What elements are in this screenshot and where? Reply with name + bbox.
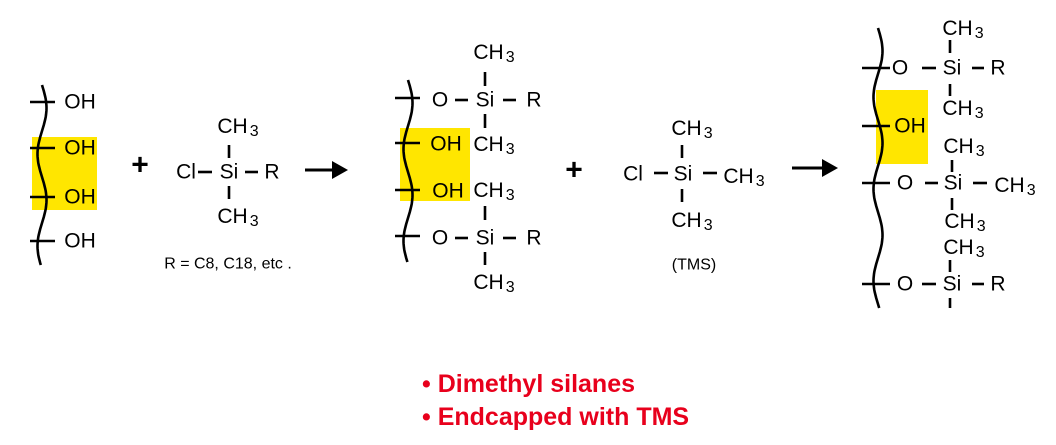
methyl-base: CH xyxy=(473,179,503,202)
silicon-atom: Si xyxy=(943,273,962,296)
r-group: R xyxy=(526,227,541,250)
residual-silanol-oh: OH xyxy=(430,133,462,156)
r-group: R xyxy=(990,273,1005,296)
silanol-oh: OH xyxy=(64,91,96,114)
endcapped-surface-wave xyxy=(872,27,884,309)
methyl-base: CH xyxy=(942,97,972,120)
methyl-base: CH xyxy=(943,236,973,259)
silicon-atom: Si xyxy=(476,89,495,112)
tms-label: (TMS) xyxy=(672,257,716,274)
bonded-surface-wave xyxy=(402,79,414,263)
reaction-arrow-2 xyxy=(792,159,838,177)
r-group: R xyxy=(990,57,1005,80)
methyl-subscript: 3 xyxy=(704,125,713,142)
silanol-oh: OH xyxy=(64,137,96,160)
methyl-subscript: 3 xyxy=(977,218,986,235)
methyl-subscript: 3 xyxy=(250,123,259,140)
methyl-base: CH xyxy=(671,209,701,232)
methyl-subscript: 3 xyxy=(756,173,765,190)
plus-sign: + xyxy=(131,149,149,182)
methyl-subscript: 3 xyxy=(506,279,515,296)
methyl-subscript: 3 xyxy=(976,244,985,261)
methyl-base: CH xyxy=(473,41,503,64)
chlorine-atom: Cl xyxy=(176,161,196,184)
silicon-atom: Si xyxy=(476,227,495,250)
methyl-base: CH xyxy=(942,17,972,40)
silanol-oh: OH xyxy=(64,186,96,209)
methyl-subscript: 3 xyxy=(1027,182,1036,199)
chlorine-atom: Cl xyxy=(623,163,643,186)
methyl-base: CH xyxy=(723,165,753,188)
r-group: R xyxy=(526,89,541,112)
silicon-atom: Si xyxy=(944,172,963,195)
oxygen-atom: O xyxy=(897,172,913,195)
plus-sign: + xyxy=(565,154,583,187)
oxygen-atom: O xyxy=(432,227,448,250)
methyl-base: CH xyxy=(217,115,247,138)
summary-bullets: • Dimethyl silanes • Endcapped with TMS xyxy=(422,368,689,434)
oxygen-atom: O xyxy=(432,89,448,112)
r-group: R xyxy=(264,161,279,184)
bullet-dimethyl-silanes: • Dimethyl silanes xyxy=(422,370,636,398)
methyl-base: CH xyxy=(943,135,973,158)
methyl-subscript: 3 xyxy=(506,141,515,158)
r-group-note: R = C8, C18, etc . xyxy=(164,256,292,273)
methyl-base: CH xyxy=(671,117,701,140)
methyl-subscript: 3 xyxy=(250,213,259,230)
methyl-subscript: 3 xyxy=(506,187,515,204)
oxygen-atom: O xyxy=(892,57,908,80)
methyl-base: CH xyxy=(473,133,503,156)
methyl-subscript: 3 xyxy=(704,217,713,234)
residual-silanol-oh: OH xyxy=(432,180,464,203)
silicon-atom: Si xyxy=(674,163,693,186)
methyl-base: CH xyxy=(217,205,247,228)
silicon-atom: Si xyxy=(220,161,239,184)
methyl-base: CH xyxy=(994,174,1024,197)
silica-surface-wave xyxy=(36,84,48,266)
methyl-subscript: 3 xyxy=(976,143,985,160)
methyl-subscript: 3 xyxy=(975,105,984,122)
methyl-base: CH xyxy=(473,271,503,294)
methyl-base: CH xyxy=(944,210,974,233)
methyl-subscript: 3 xyxy=(975,25,984,42)
oxygen-atom: O xyxy=(897,273,913,296)
methyl-subscript: 3 xyxy=(506,49,515,66)
silanol-oh: OH xyxy=(64,230,96,253)
silicon-atom: Si xyxy=(943,57,962,80)
bullet-endcapped-tms: • Endcapped with TMS xyxy=(422,403,690,431)
reaction-arrow-1 xyxy=(305,161,348,179)
remaining-silanol-oh: OH xyxy=(894,115,926,138)
